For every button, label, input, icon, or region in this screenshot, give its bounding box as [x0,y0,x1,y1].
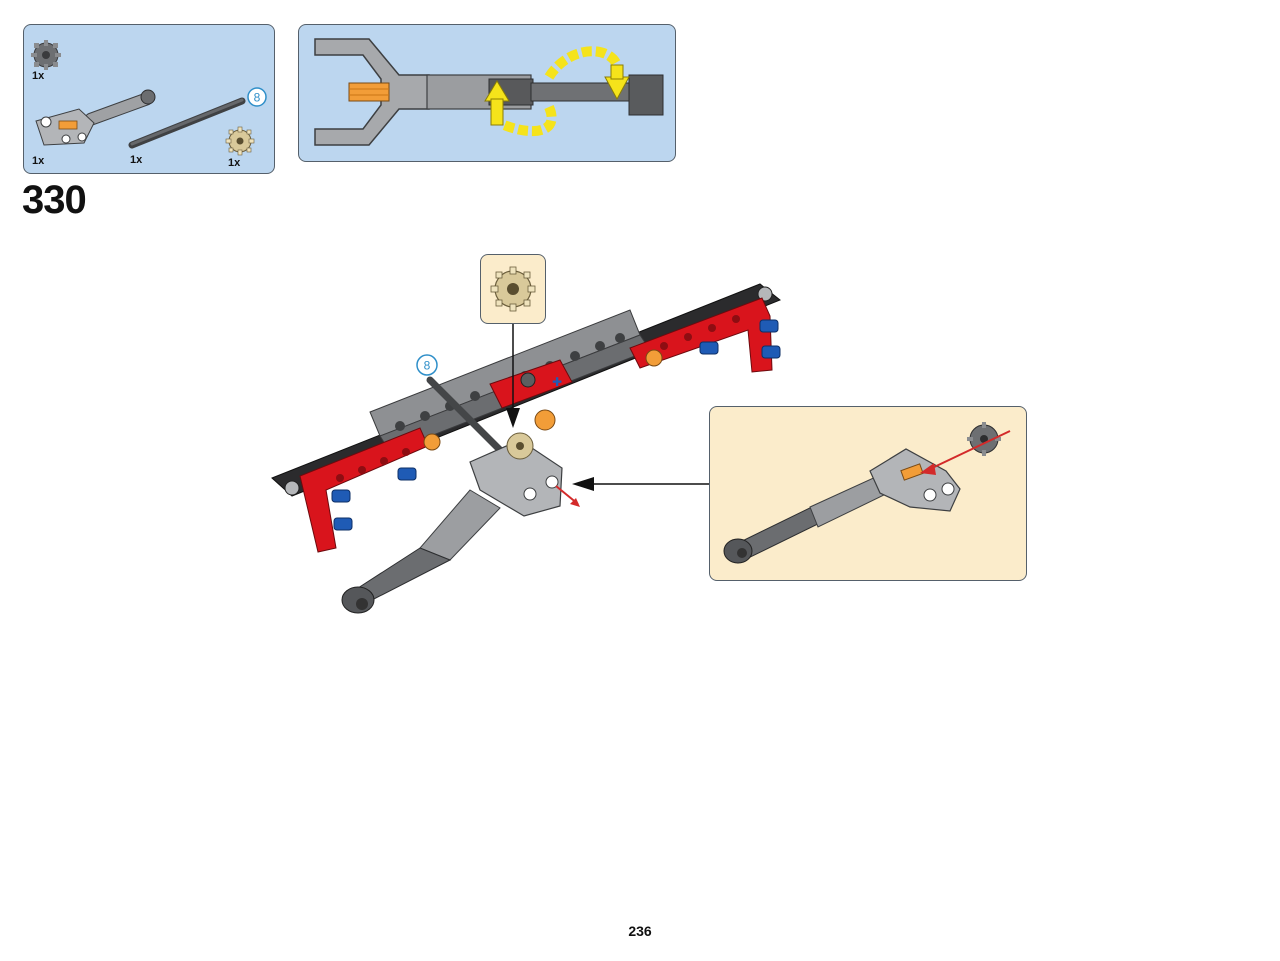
quantity-label: 1x [228,157,241,169]
left-red-liftarm [299,427,441,553]
subassembly-callout [709,406,1027,581]
axle-length-badge: 8 [247,87,267,107]
step-number: 330 [22,178,87,222]
rotation-detail-panel [298,24,676,162]
rotation-detail-illustration [314,38,664,146]
rotation-arrow-icon [502,46,622,137]
quantity-label: 1x [32,70,45,82]
shock-absorber-assembly [341,432,563,614]
fork-shape [314,38,430,146]
dark-gray-gear-part [31,40,61,70]
quantity-label: 1x [32,155,45,167]
parts-list-panel: 8 1x 1x 1x 1x [23,24,275,174]
main-axle-length-badge-text: 8 [424,359,431,373]
tan-gear-part [225,126,255,156]
axle-part [128,97,246,149]
inserted-axle [426,376,504,454]
main-axle-length-badge: 8 [416,354,438,376]
subassembly-illustration [723,422,1011,564]
center-red-block: ✚ [489,359,573,431]
quantity-label: 1x [130,154,143,166]
axle-length-badge-text: 8 [254,91,261,105]
shock-arm-part [35,89,156,146]
tan-gear-icon [490,266,536,312]
gear-callout [480,254,546,324]
parts-list-illustration: 8 [31,40,267,156]
right-red-liftarm [629,297,781,373]
page-number: 236 [628,923,652,939]
dark-gray-gear-icon [967,422,1001,456]
svg-text:✚: ✚ [552,375,562,389]
